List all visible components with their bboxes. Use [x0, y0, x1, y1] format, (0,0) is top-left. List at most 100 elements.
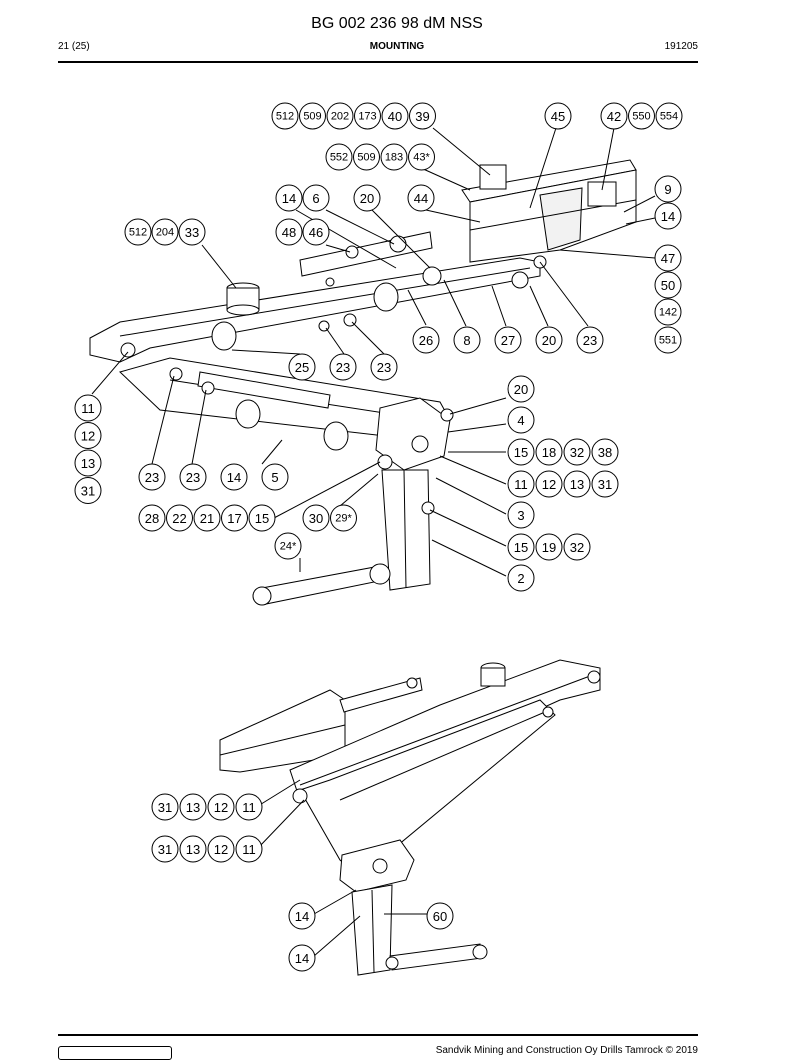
callout-12: 12 [535, 470, 563, 498]
svg-text:8: 8 [463, 333, 470, 348]
svg-text:509: 509 [357, 152, 375, 164]
callout-43-star: 43* [408, 143, 435, 171]
footer-rule [58, 1034, 698, 1036]
callout-15: 15 [248, 504, 276, 532]
svg-text:23: 23 [377, 360, 391, 375]
svg-text:27: 27 [501, 333, 515, 348]
callout-142: 142 [654, 298, 682, 326]
callout-183: 183 [380, 143, 408, 171]
footer-copyright: Sandvik Mining and Construction Oy Drill… [435, 1045, 698, 1056]
callout-554: 554 [655, 102, 683, 130]
upper-leader-lines [91, 127, 656, 577]
svg-text:23: 23 [583, 333, 597, 348]
callout-4: 4 [507, 406, 535, 434]
svg-text:23: 23 [186, 470, 200, 485]
svg-text:11: 11 [514, 477, 528, 492]
callout-22: 22 [166, 504, 193, 532]
svg-text:3: 3 [517, 508, 524, 523]
lower-leader-lines [257, 779, 428, 957]
svg-text:30: 30 [309, 511, 323, 526]
callout-19: 19 [535, 533, 563, 561]
callout-13: 13 [563, 470, 591, 498]
callout-38: 38 [591, 438, 619, 466]
header-rule [58, 61, 698, 63]
callout-12: 12 [74, 422, 102, 449]
callout-15: 15 [507, 438, 535, 466]
callout-20: 20 [535, 326, 563, 354]
svg-text:29*: 29* [335, 513, 352, 525]
svg-text:46: 46 [309, 225, 323, 240]
callout-551: 551 [654, 326, 682, 354]
callout-552: 552 [325, 143, 353, 171]
svg-text:45: 45 [551, 109, 565, 124]
svg-text:38: 38 [598, 445, 612, 460]
svg-text:19: 19 [542, 540, 556, 555]
document-date: 191205 [664, 41, 698, 52]
callout-9: 9 [654, 175, 682, 203]
svg-text:21: 21 [200, 511, 214, 526]
svg-text:11: 11 [242, 842, 256, 857]
svg-text:13: 13 [186, 842, 200, 857]
callout-11: 11 [74, 394, 102, 422]
callout-550: 550 [628, 102, 655, 130]
svg-text:14: 14 [295, 951, 309, 966]
svg-text:204: 204 [156, 227, 174, 239]
callout-14: 14 [654, 202, 682, 230]
svg-text:25: 25 [295, 360, 309, 375]
svg-text:31: 31 [158, 842, 172, 857]
svg-text:17: 17 [227, 511, 241, 526]
callout-29-star: 29* [330, 504, 357, 532]
svg-text:4: 4 [517, 413, 524, 428]
callout-46: 46 [302, 218, 330, 246]
svg-text:43*: 43* [413, 152, 430, 164]
svg-text:6: 6 [312, 191, 319, 206]
callout-15: 15 [507, 533, 535, 561]
svg-text:50: 50 [661, 278, 675, 293]
svg-text:14: 14 [661, 209, 675, 224]
callout-20: 20 [353, 184, 381, 212]
callout-512: 512 [271, 102, 299, 130]
callout-3: 3 [507, 501, 535, 529]
callout-12: 12 [207, 835, 235, 863]
svg-text:11: 11 [81, 401, 95, 416]
svg-text:24*: 24* [280, 541, 297, 553]
callout-25: 25 [288, 353, 316, 381]
section-title: MOUNTING [369, 41, 425, 52]
callout-173: 173 [354, 102, 381, 130]
svg-text:512: 512 [276, 111, 294, 123]
svg-text:142: 142 [659, 307, 677, 319]
svg-text:183: 183 [385, 152, 403, 164]
svg-text:40: 40 [388, 109, 402, 124]
svg-text:20: 20 [514, 382, 528, 397]
callout-8: 8 [453, 326, 481, 354]
svg-text:15: 15 [514, 445, 528, 460]
svg-text:23: 23 [145, 470, 159, 485]
svg-text:20: 20 [542, 333, 556, 348]
callout-23: 23 [329, 353, 357, 381]
svg-text:23: 23 [336, 360, 350, 375]
callout-509: 509 [299, 102, 326, 130]
callout-11: 11 [235, 793, 263, 821]
company-logo [58, 1046, 172, 1060]
callout-39: 39 [409, 102, 436, 130]
callout-21: 21 [193, 504, 221, 532]
svg-text:47: 47 [661, 251, 675, 266]
svg-text:11: 11 [242, 800, 256, 815]
callout-202: 202 [326, 102, 354, 130]
svg-text:42: 42 [607, 109, 621, 124]
callout-50: 50 [654, 271, 682, 299]
callout-32: 32 [563, 533, 591, 561]
callout-48: 48 [275, 218, 303, 246]
callout-31: 31 [591, 470, 619, 498]
svg-text:12: 12 [214, 842, 228, 857]
callout-14: 14 [220, 463, 248, 491]
callout-27: 27 [494, 326, 522, 354]
svg-text:14: 14 [295, 909, 309, 924]
svg-text:31: 31 [598, 477, 612, 492]
svg-text:15: 15 [255, 511, 269, 526]
svg-text:48: 48 [282, 225, 296, 240]
svg-text:31: 31 [81, 484, 95, 499]
callout-14: 14 [288, 944, 316, 972]
svg-text:15: 15 [514, 540, 528, 555]
callout-13: 13 [179, 835, 207, 863]
